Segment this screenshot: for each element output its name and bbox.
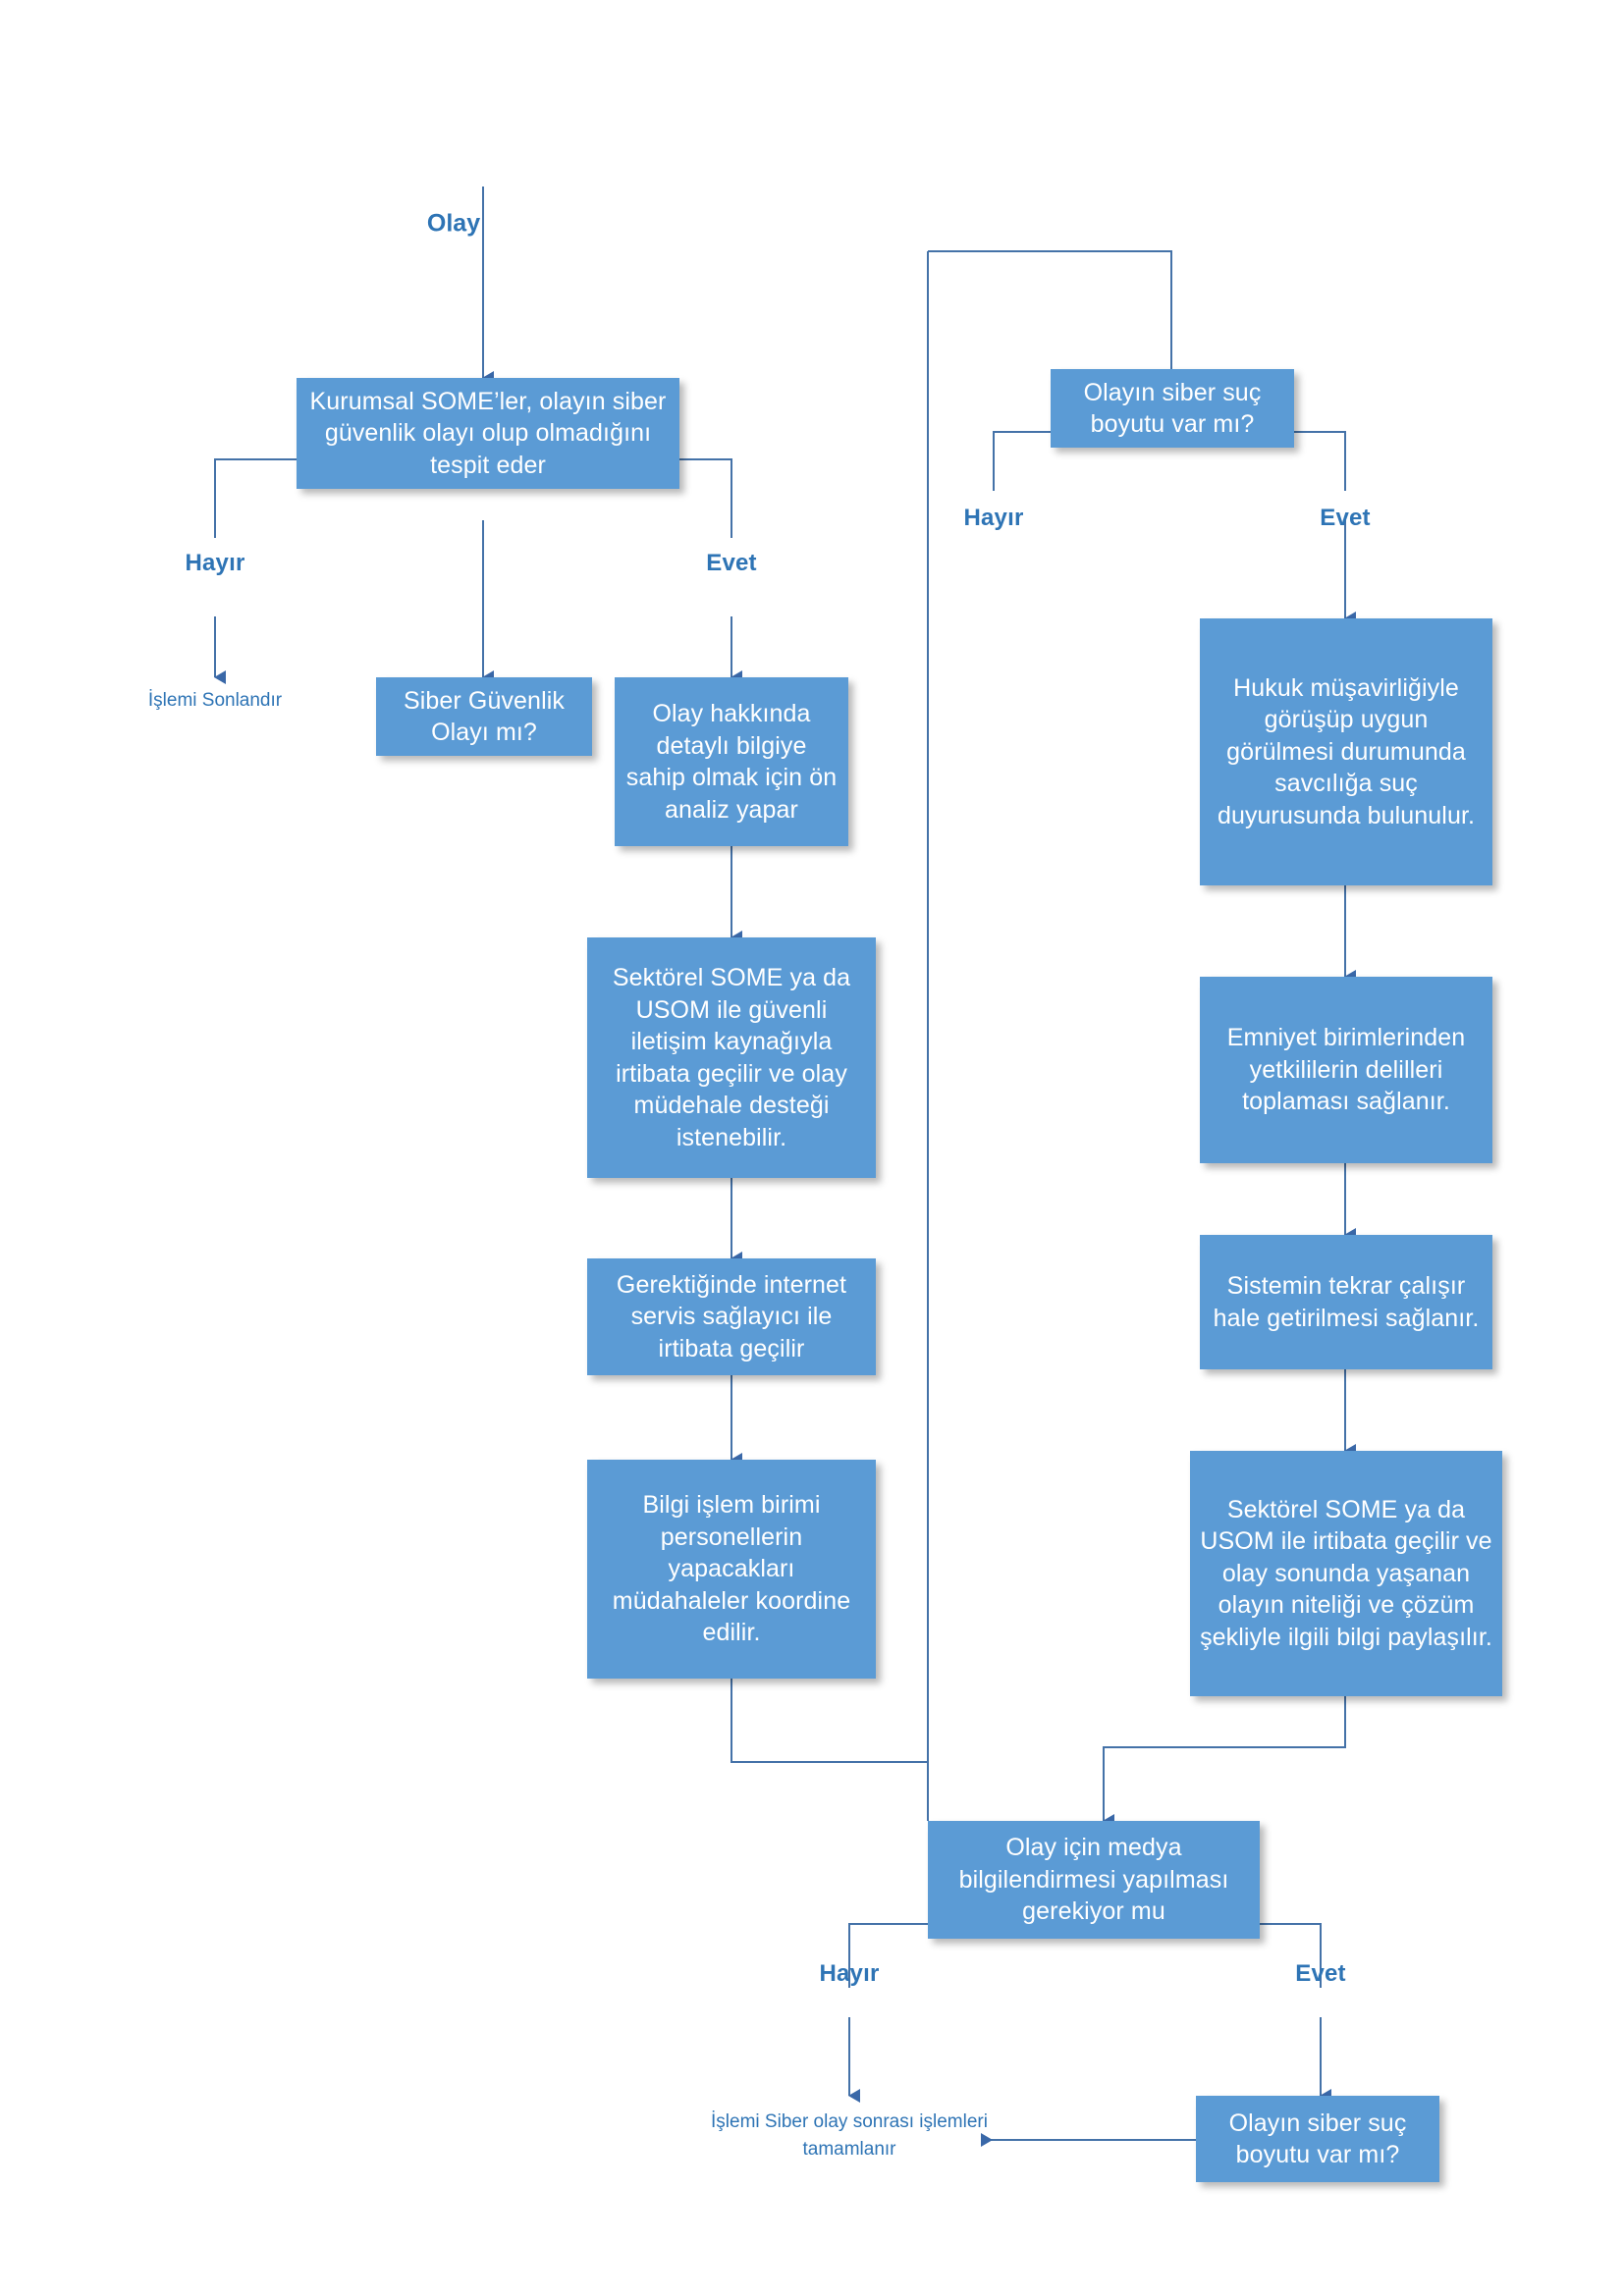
node-bilgi-islem-koordine[interactable]: Bilgi işlem birimi personellerin yapacak… (587, 1460, 876, 1679)
terminal-islemi-sonlandir: İşlemi Sonlandır (147, 690, 283, 711)
node-sistem-tekrar-calisir-text: Sistemin tekrar çalışır hale getirilmesi… (1213, 1272, 1480, 1332)
terminal-siber-olay-sonrasi: İşlemi Siber olay sonrası işlemleri tama… (711, 2111, 988, 2160)
node-siber-guvenlik-olayi-mi[interactable]: Siber Güvenlik Olayı mı? (376, 677, 592, 756)
node-on-analiz[interactable]: Olay hakkında detaylı bilgiye sahip olma… (615, 677, 848, 846)
node-sektorel-some-guvenli-text: Sektörel SOME ya da USOM ile güvenli ile… (612, 964, 851, 1151)
edge-bilgiislem-to-medya-join (731, 1679, 928, 1763)
node-siber-suc-boyutu-alt-text: Olayın siber suç boyutu var mı? (1228, 2109, 1407, 2169)
node-siber-suc-boyutu-ust[interactable]: Olayın siber suç boyutu var mı? (1051, 369, 1294, 448)
node-sektorel-some-bilgi-paylasim-text: Sektörel SOME ya da USOM ile irtibata ge… (1200, 1495, 1492, 1651)
node-sektorel-some-guvenli[interactable]: Sektörel SOME ya da USOM ile güvenli ile… (587, 937, 876, 1178)
node-medya-bilgilendirmesi[interactable]: Olay için medya bilgilendirmesi yapılmas… (928, 1821, 1260, 1939)
node-kurumsal-some-text: Kurumsal SOME’ler, olayın siber güvenlik… (309, 387, 667, 479)
edge-sektorelbilgi-to-medya (1103, 1696, 1346, 1828)
node-siber-suc-boyutu-ust-text: Olayın siber suç boyutu var mı? (1083, 378, 1262, 439)
start-label-olay: Olay (426, 209, 481, 238)
node-isp-irtibat-text: Gerektiğinde internet servis sağlayıcı i… (616, 1270, 847, 1362)
node-isp-irtibat[interactable]: Gerektiğinde internet servis sağlayıcı i… (587, 1258, 876, 1375)
node-siber-guvenlik-olayi-mi-text: Siber Güvenlik Olayı mı? (404, 686, 565, 747)
edge-rail-top-to-sucsoru (928, 250, 1172, 381)
node-sektorel-some-bilgi-paylasim[interactable]: Sektörel SOME ya da USOM ile irtibata ge… (1190, 1451, 1502, 1696)
edge-kurumsal-hayir-elbow (214, 458, 297, 538)
node-siber-suc-boyutu-alt[interactable]: Olayın siber suç boyutu var mı? (1196, 2096, 1439, 2182)
node-bilgi-islem-koordine-text: Bilgi işlem birimi personellerin yapacak… (612, 1491, 851, 1647)
node-emniyet-deliller-text: Emniyet birimlerinden yetkililerin delil… (1226, 1024, 1466, 1116)
branch-label-suc-ust-evet: Evet (1320, 505, 1371, 531)
branch-label-medya-evet: Evet (1295, 1960, 1346, 1987)
node-medya-bilgilendirmesi-text: Olay için medya bilgilendirmesi yapılmas… (958, 1834, 1229, 1926)
node-kurumsal-some[interactable]: Kurumsal SOME’ler, olayın siber güvenlik… (297, 378, 679, 489)
branch-label-kurumsal-evet: Evet (706, 550, 757, 576)
node-sistem-tekrar-calisir[interactable]: Sistemin tekrar çalışır hale getirilmesi… (1200, 1235, 1492, 1369)
branch-label-suc-ust-hayir: Hayır (963, 505, 1024, 531)
node-emniyet-deliller[interactable]: Emniyet birimlerinden yetkililerin delil… (1200, 977, 1492, 1163)
node-hukuk-musavirligi-text: Hukuk müşavirliğiyle görüşüp uygun görül… (1217, 673, 1476, 829)
edge-suc-hayir-elbow (993, 431, 1051, 491)
branch-label-kurumsal-hayir: Hayır (185, 550, 245, 576)
edge-suc-evet-elbow (1294, 431, 1346, 491)
branch-label-medya-hayir: Hayır (819, 1960, 880, 1987)
node-on-analiz-text: Olay hakkında detaylı bilgiye sahip olma… (625, 700, 838, 824)
node-hukuk-musavirligi[interactable]: Hukuk müşavirliğiyle görüşüp uygun görül… (1200, 618, 1492, 885)
